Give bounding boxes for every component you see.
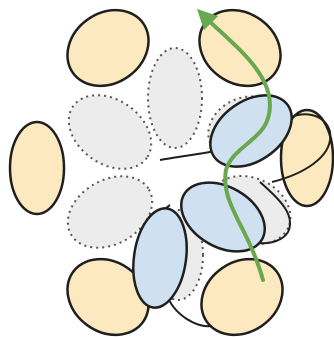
green-arrow-path bbox=[196, 8, 272, 282]
inner-ellipse-lower-left bbox=[66, 175, 154, 249]
outer-ellipse-bottom-left bbox=[66, 257, 150, 337]
outer-ellipse-left bbox=[8, 120, 66, 216]
inner-ellipse-top bbox=[147, 47, 203, 149]
blue-ellipse-lower bbox=[132, 207, 188, 309]
outer-ellipse-bottom-right bbox=[200, 257, 284, 337]
outer-ellipse-right bbox=[279, 108, 334, 208]
blue-path-ellipses bbox=[132, 94, 293, 309]
blue-ellipse-upper bbox=[209, 94, 293, 168]
outer-ellipse-top-left bbox=[66, 8, 150, 88]
inner-ellipse-upper-left bbox=[67, 94, 153, 170]
